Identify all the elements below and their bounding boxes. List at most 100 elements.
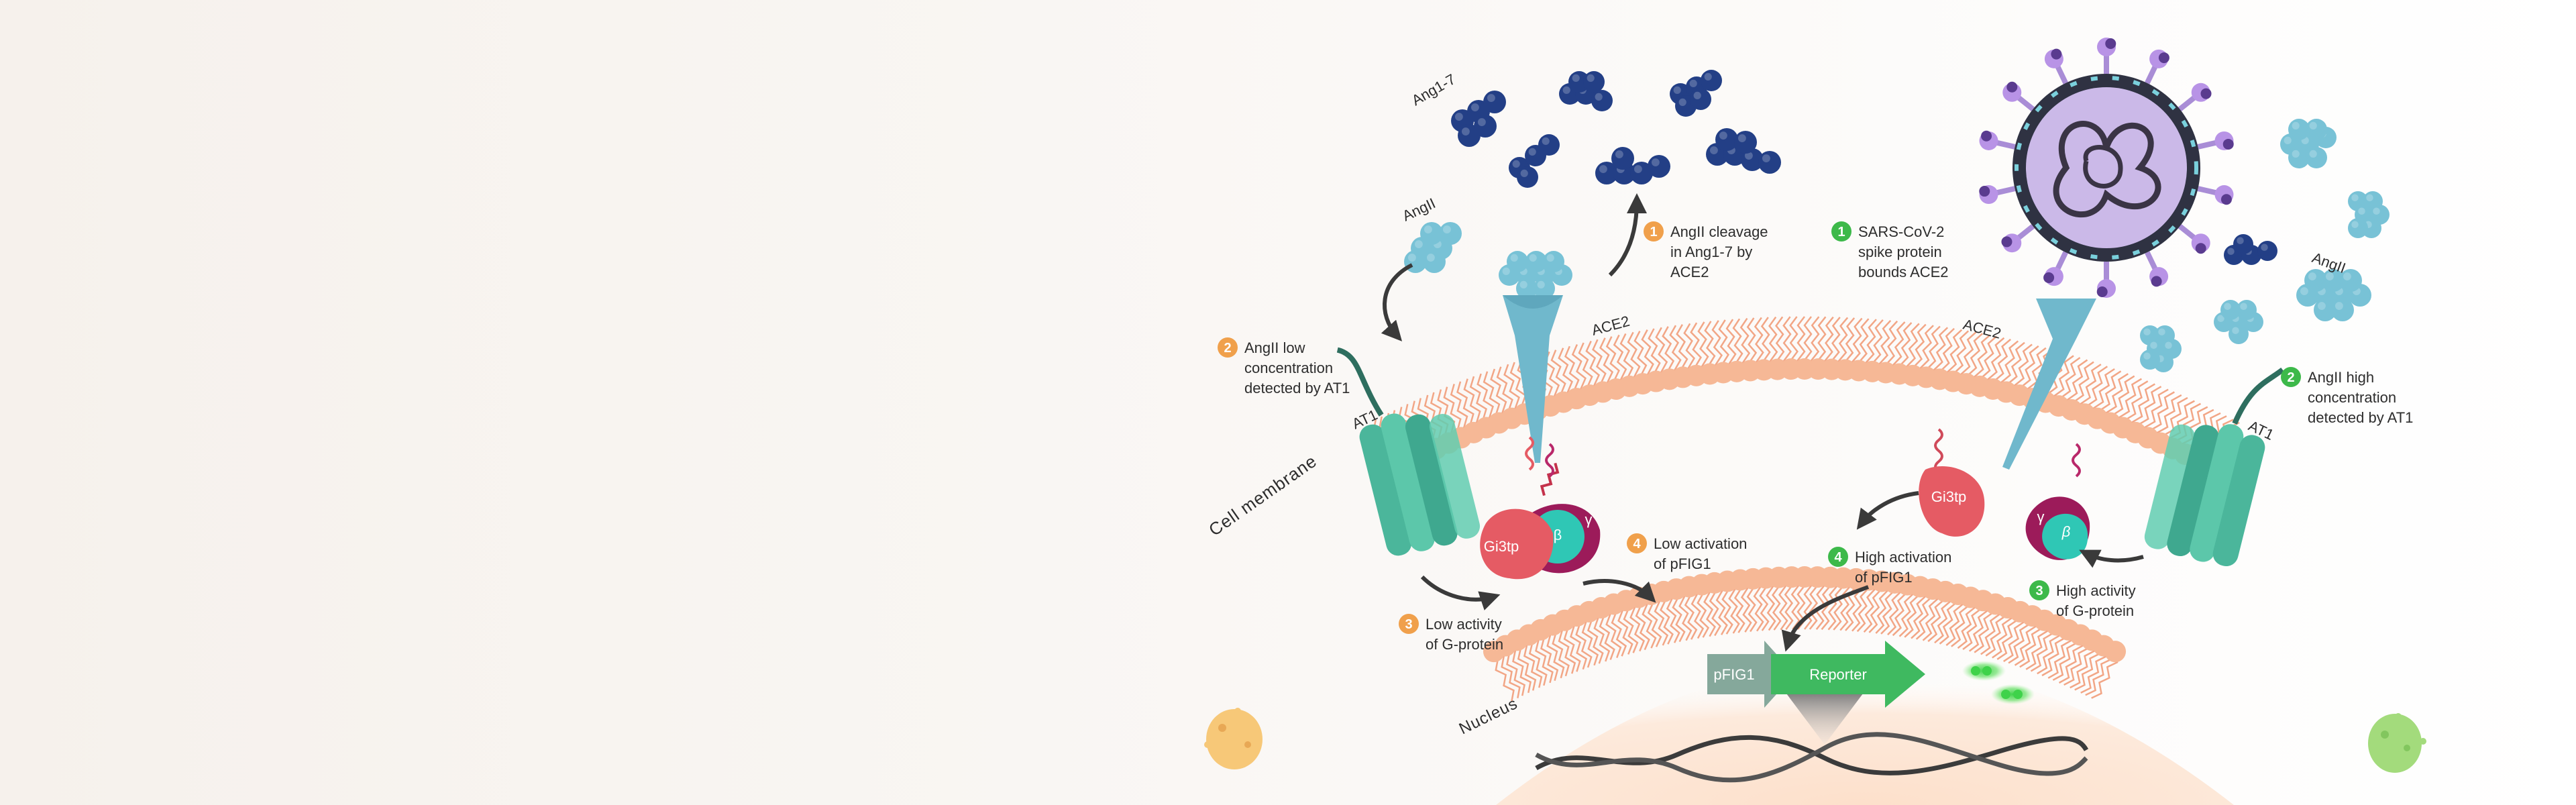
lipid-tail bbox=[1669, 325, 1682, 378]
nucleus-label: Nucleus bbox=[1456, 694, 1521, 738]
beta-right-label: β bbox=[2061, 523, 2071, 540]
step-text-line: High activation bbox=[1855, 549, 1951, 566]
step-text-line: detected by AT1 bbox=[1244, 380, 1350, 396]
arrow-gi3tp-release bbox=[1856, 491, 1919, 530]
lipid-tail bbox=[1906, 323, 1920, 376]
angII-molecule bbox=[2296, 269, 2371, 321]
ace2-receptor-left bbox=[1503, 295, 1563, 463]
reporter-label: Reporter bbox=[1809, 666, 1867, 683]
lipid-tail bbox=[1463, 378, 1484, 430]
angII-molecule bbox=[1404, 222, 1462, 273]
ace2-receptor-right bbox=[2002, 299, 2096, 470]
step-number: 2 bbox=[2287, 370, 2294, 385]
lipid-tail bbox=[1892, 321, 1906, 374]
ang17-molecule bbox=[1559, 71, 1613, 111]
lipid-tail bbox=[2080, 364, 2102, 413]
lipid-tail bbox=[2144, 388, 2169, 437]
step-text-line: High activity bbox=[2056, 582, 2136, 599]
step-text-line: Low activation bbox=[1654, 535, 1747, 552]
lipid-tail bbox=[2093, 368, 2115, 418]
step-number: 3 bbox=[2035, 584, 2043, 598]
gi3tp-left-label: Gi3tp bbox=[1484, 538, 1519, 555]
arrow-to-nucleus-left bbox=[1582, 579, 1656, 603]
lipid-tail bbox=[1754, 317, 1764, 371]
lipid-tail bbox=[1919, 325, 1934, 378]
g-protein-right: γ β bbox=[2025, 443, 2090, 560]
step-text-line: Low activity bbox=[1426, 616, 1502, 633]
lipid-tail bbox=[2014, 343, 2033, 395]
lipid-tail bbox=[2131, 383, 2155, 432]
arrow-gprotein-left-low bbox=[1420, 575, 1501, 610]
gi3tp-right-label: Gi3tp bbox=[1931, 488, 1967, 505]
lipid-tail bbox=[1450, 384, 1471, 435]
step-text-line: concentration bbox=[1244, 360, 1333, 376]
lipid-tail bbox=[1987, 337, 2005, 389]
sars-cov-2-virus bbox=[1979, 38, 2234, 298]
lipid-tail bbox=[1641, 329, 1654, 383]
step-number: 3 bbox=[1405, 617, 1412, 632]
step-number: 4 bbox=[1834, 550, 1842, 565]
reporter-gene: Reporter bbox=[1771, 641, 1925, 708]
arrow-ace2-to-ang17 bbox=[1608, 193, 1647, 277]
arrow-at1-to-gprotein bbox=[2079, 549, 2144, 568]
g-protein-left: Gi3tp β γ bbox=[1480, 436, 1601, 580]
viral-rna bbox=[2053, 121, 2161, 218]
lipid-tail bbox=[1947, 329, 1963, 381]
step-number-badge bbox=[1627, 533, 1647, 553]
lipid-tail bbox=[2000, 340, 2019, 392]
lipid-tail bbox=[1585, 340, 1601, 394]
step-text-line: of pFIG1 bbox=[1654, 555, 1711, 572]
step-text-line: AngII cleavage bbox=[1670, 223, 1768, 240]
lipid-tail bbox=[1503, 364, 1522, 416]
step-text-line: of G-protein bbox=[1426, 636, 1503, 653]
pfig1-label: pFIG1 bbox=[1713, 666, 1754, 683]
lipid-tail bbox=[2067, 359, 2088, 409]
step-number-badge bbox=[1644, 221, 1664, 241]
step-text-line: bounds ACE2 bbox=[1858, 264, 1949, 280]
step-text-line: ACE2 bbox=[1670, 264, 1709, 280]
angII-molecule bbox=[2214, 300, 2263, 344]
step-number-badge bbox=[1218, 337, 1238, 358]
at1-receptor-right bbox=[2144, 368, 2285, 567]
arrow-angII-to-at1 bbox=[1381, 263, 1413, 341]
ang17-molecule bbox=[1451, 91, 1506, 147]
angII-molecule bbox=[2140, 325, 2182, 372]
step-number-badge bbox=[2281, 367, 2301, 387]
lipid-tail bbox=[1739, 317, 1751, 372]
step-number-badge bbox=[2029, 580, 2049, 600]
lipid-tail bbox=[2091, 653, 2119, 699]
lipid-tail bbox=[1477, 373, 1497, 425]
gamma-right-label: γ bbox=[2037, 508, 2045, 525]
angII-molecule bbox=[2280, 119, 2337, 168]
lipid-head bbox=[2104, 641, 2127, 663]
lipid-tail bbox=[1711, 320, 1723, 374]
lipid-tail bbox=[1960, 331, 1977, 384]
lipid-tail bbox=[2156, 394, 2182, 442]
lipid-tail bbox=[1824, 316, 1834, 370]
lipid-tail bbox=[2106, 373, 2129, 422]
step-text-line: AngII low bbox=[1244, 339, 1305, 356]
angII-molecule bbox=[2348, 191, 2390, 238]
step-left-3: 3 Low activity of G-protein bbox=[1399, 614, 1503, 653]
lipid-tail bbox=[1768, 316, 1778, 370]
ang17-molecule bbox=[1670, 70, 1722, 117]
yeast-cell-left bbox=[1204, 708, 1263, 769]
step-left-4: 4 Low activation of pFIG1 bbox=[1627, 533, 1747, 572]
lipid-tail bbox=[1878, 320, 1892, 373]
angII-left-label: AngII bbox=[1400, 195, 1438, 224]
lipid-tail bbox=[1613, 334, 1627, 388]
step-number-badge bbox=[1399, 614, 1419, 634]
lipid-tail bbox=[1865, 319, 1877, 372]
lipid-tail bbox=[1837, 317, 1849, 370]
lipid-tail bbox=[1683, 323, 1696, 377]
step-number: 2 bbox=[1224, 341, 1231, 356]
lipid-tail bbox=[1782, 316, 1792, 370]
cell-membrane-label: Cell membrane bbox=[1205, 451, 1320, 540]
dna-strand bbox=[1535, 732, 2089, 783]
arrows bbox=[1381, 193, 2144, 652]
step-number: 4 bbox=[1633, 537, 1641, 551]
